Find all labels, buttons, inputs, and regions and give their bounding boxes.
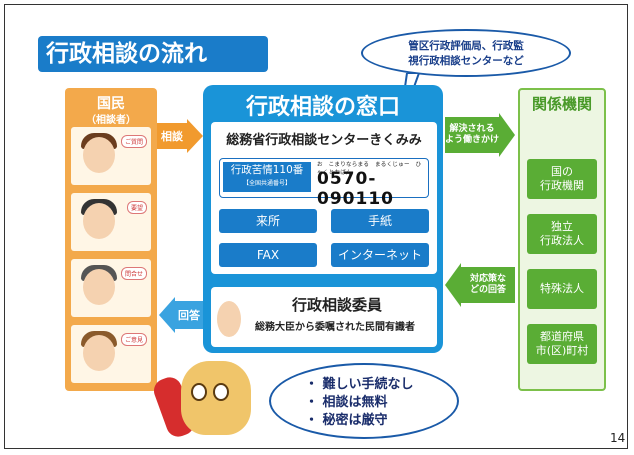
- citizen-request: 要望: [71, 193, 151, 251]
- committee-title: 行政相談委員: [291, 296, 382, 314]
- hotline-label-text: 行政苦情110番: [230, 164, 304, 176]
- response-line2: どの回答: [469, 285, 506, 295]
- benefit-simple: ・ 難しい手続なし: [305, 377, 414, 392]
- resolve-arrow-head: [499, 113, 515, 157]
- agency-national: 国の 行政機関: [527, 159, 597, 199]
- page-number: 14: [610, 431, 626, 445]
- committee-box: [211, 287, 437, 347]
- answer-arrow-head: [159, 297, 175, 333]
- benefit-free: ・ 相談は無料: [305, 395, 388, 410]
- response-arrow: 対応策な どの回答: [461, 267, 515, 303]
- citizen-question: ご質問: [71, 127, 151, 185]
- slide-title: 行政相談の流れ: [38, 36, 268, 72]
- tag-label: 要望: [126, 201, 147, 214]
- resolve-label: 解決される よう働きかけ: [445, 124, 499, 146]
- agency-independent: 独立 行政法人: [527, 214, 597, 254]
- agency-special: 特殊法人: [527, 269, 597, 309]
- citizen-subtitle: （相談者）: [86, 115, 136, 126]
- committee-subtitle: 総務大臣から委嘱された民間有識者: [255, 322, 415, 333]
- answer-label: 回答: [178, 309, 200, 322]
- hotline-box: [219, 158, 429, 198]
- window-title: 行政相談の窓口: [245, 95, 400, 120]
- offices-callout-line1: 管区行政評価局、行政監: [408, 40, 524, 52]
- hotline-label: 行政苦情110番 【全国共通番号】: [223, 162, 311, 192]
- tag-label: 問合せ: [120, 267, 147, 280]
- resolve-arrow: 解決される よう働きかけ: [445, 117, 499, 153]
- offices-callout: 管区行政評価局、行政監 視行政相談センターなど: [361, 29, 571, 77]
- mascot-eye-right: [213, 383, 229, 401]
- offices-callout-line2: 視行政相談センターなど: [408, 55, 524, 67]
- tag-label: ご意見: [120, 333, 147, 346]
- consult-arrow: 相談: [157, 123, 187, 149]
- hotline-sub: 【全国共通番号】: [242, 180, 291, 187]
- citizen-inquiry: 問合せ: [71, 259, 151, 317]
- mascot-eye-left: [191, 383, 207, 401]
- channel-internet: インターネット: [331, 243, 429, 267]
- consult-arrow-head: [187, 119, 203, 153]
- benefit-confidential: ・ 秘密は厳守: [305, 413, 388, 428]
- resolve-line1: 解決される: [449, 124, 495, 134]
- consult-label: 相談: [161, 130, 183, 143]
- hotline-furigana: お こまりならまる まるくじゅー ひゃくとおばん: [317, 162, 422, 176]
- channel-letter: 手紙: [331, 209, 429, 233]
- center-name: 総務省行政相談センターきくみみ: [226, 133, 422, 148]
- response-line1: 対応策な: [469, 274, 506, 284]
- citizen-title: 国民: [97, 96, 125, 112]
- resolve-line2: よう働きかけ: [445, 135, 500, 145]
- committee-avatar: [217, 301, 241, 337]
- channel-fax: FAX: [219, 243, 317, 267]
- citizen-opinion: ご意見: [71, 325, 151, 383]
- benefits-bubble: [269, 363, 459, 439]
- slide: 行政相談の流れ 管区行政評価局、行政監 視行政相談センターなど 国民 （相談者）…: [4, 4, 628, 449]
- channel-visit: 来所: [219, 209, 317, 233]
- agencies-title: 関係機関: [531, 95, 592, 113]
- answer-arrow: 回答: [175, 301, 203, 329]
- response-arrow-head: [445, 263, 461, 307]
- hotline-number: 0570-090110: [317, 169, 394, 209]
- tag-label: ご質問: [120, 135, 147, 148]
- agency-local: 都道府県 市(区)町村: [527, 324, 597, 364]
- response-label: 対応策な どの回答: [470, 274, 506, 296]
